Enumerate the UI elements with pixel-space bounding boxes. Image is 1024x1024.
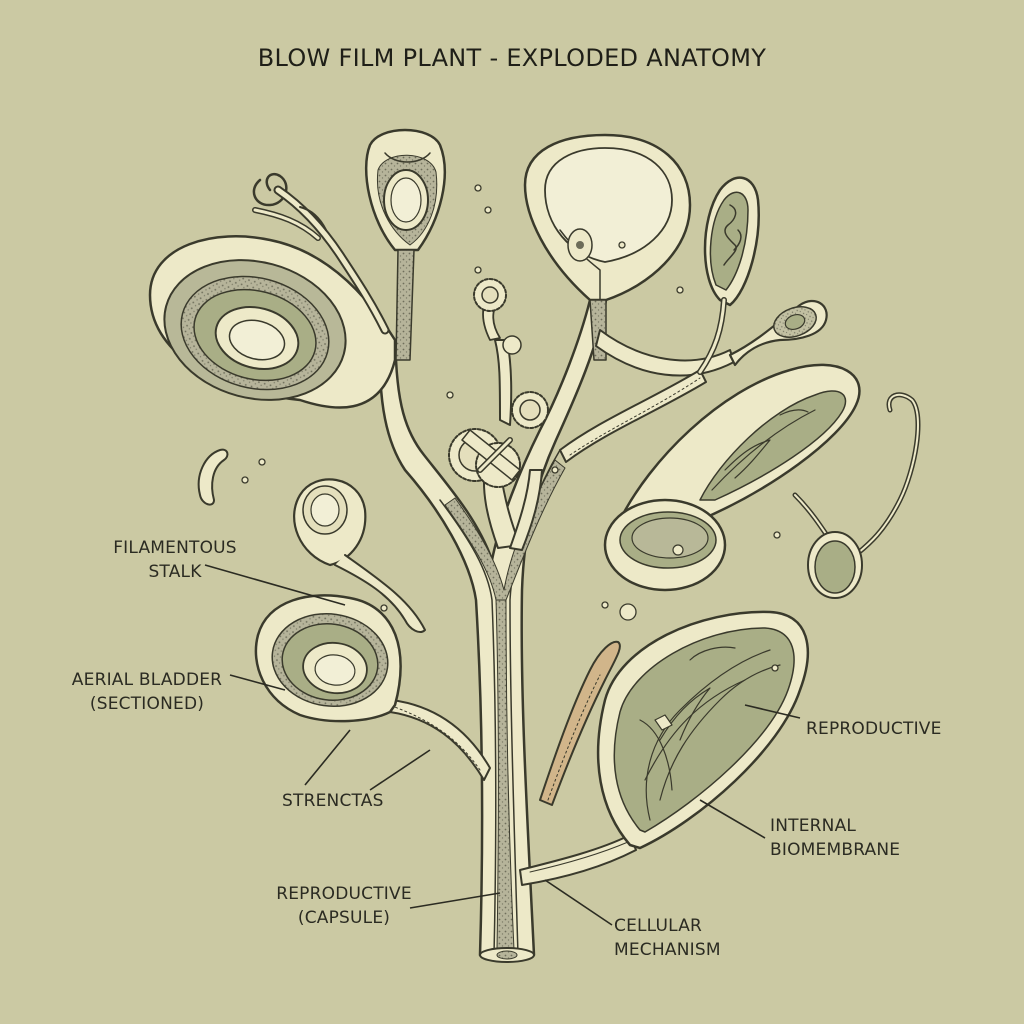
leader-filamentous-stalk	[204, 564, 346, 606]
upper-teardrop-pod	[364, 128, 446, 361]
leader-reproductive-capsule	[409, 892, 501, 909]
right-hook-seed	[792, 392, 921, 599]
main-stem	[378, 298, 608, 963]
center-gear-cluster	[448, 278, 549, 551]
leader-internal-biomembrane	[699, 799, 766, 839]
diagram-title: BLOW FILM PLANT - EXPLODED ANATOMY	[257, 44, 767, 72]
small-right-bulb	[728, 299, 828, 367]
curly-filament	[252, 173, 390, 335]
floating-tube	[197, 448, 229, 506]
leader-cellular-mechanism	[544, 879, 613, 926]
label-reproductive-capsule: REPRODUCTIVE (CAPSULE)	[276, 884, 412, 928]
lower-left-bladder	[254, 594, 402, 723]
left-floating-pod	[293, 478, 426, 633]
label-internal-biomembrane: INTERNAL BIOMEMBRANE	[770, 816, 901, 860]
label-aerial-bladder: AERIAL BLADDER (SECTIONED)	[71, 670, 223, 714]
leader-aerial-bladder	[229, 674, 286, 691]
left-large-bladder	[148, 235, 397, 409]
leader-reproductive	[744, 704, 801, 719]
floating-dots	[241, 184, 781, 672]
label-cellular-mechanism: CELLULAR MECHANISM	[614, 916, 721, 960]
label-filamentous-stalk: FILAMENTOUS STALK	[113, 538, 237, 582]
leader-lines	[204, 564, 801, 926]
lower-right-capsule	[596, 610, 809, 850]
right-elongated-pod	[618, 363, 861, 522]
leader-strenctas-2	[369, 749, 431, 791]
label-reproductive: REPRODUCTIVE	[806, 719, 942, 739]
sectioned-cup	[603, 498, 727, 592]
branch-lower-left	[389, 699, 491, 781]
tall-green-pod	[697, 176, 760, 375]
label-strenctas: STRENCTAS	[282, 791, 384, 811]
upper-right-large-pod	[523, 133, 692, 361]
leader-strenctas-1	[304, 729, 351, 786]
tan-stalk	[539, 640, 621, 806]
